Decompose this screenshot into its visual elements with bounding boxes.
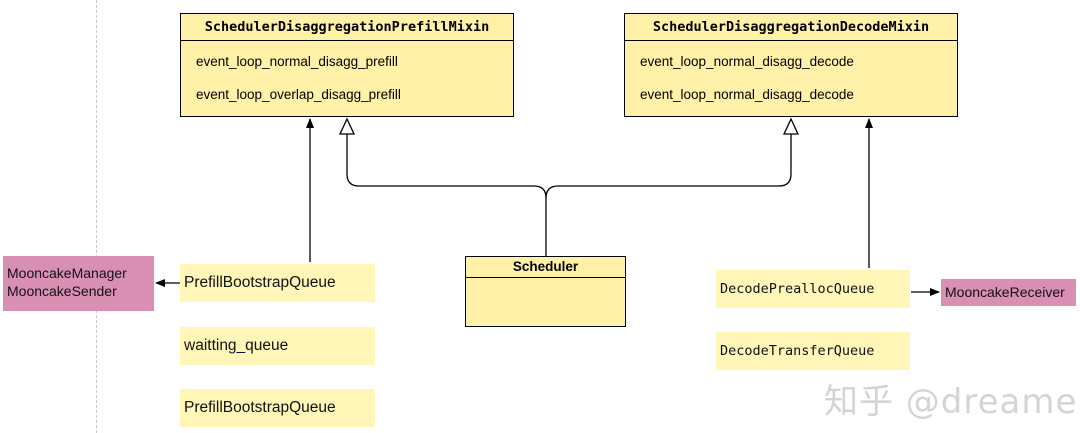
prefill-bootstrap-queue-1[interactable]: PrefillBootstrapQueue [180,264,375,302]
prefill-method-overlap: event_loop_overlap_disagg_prefill [196,87,401,102]
decode-prealloc-queue[interactable]: DecodePreallocQueue [716,270,910,308]
scheduler-title: Scheduler [466,257,625,278]
watermark: 知乎 @dreamer [824,382,1080,422]
prefill-mixin-title: SchedulerDisaggregationPrefillMixin [181,14,513,41]
inheritance-triangle-prefill [338,117,356,135]
decode-method-normal-2: event_loop_normal_disagg_decode [640,87,854,102]
prefill-method-normal: event_loop_normal_disagg_prefill [196,54,398,69]
mooncake-manager-sender-box[interactable]: MooncakeManager MooncakeSender [3,256,154,311]
inheritance-line-decode [545,134,792,199]
decode-mixin-class[interactable]: SchedulerDisaggregationDecodeMixin event… [624,13,958,117]
decode-method-normal-1: event_loop_normal_disagg_decode [640,54,854,69]
mooncake-receiver-box[interactable]: MooncakeReceiver [941,279,1076,306]
decode-mixin-title: SchedulerDisaggregationDecodeMixin [625,14,957,41]
waiting-queue[interactable]: waitting_queue [180,327,375,365]
prefill-mixin-class[interactable]: SchedulerDisaggregationPrefillMixin even… [180,13,514,117]
inheritance-triangle-decode [782,117,800,135]
mooncake-manager-label: MooncakeManager [7,265,127,281]
mooncake-sender-label: MooncakeSender [7,283,117,299]
inheritance-line-prefill [346,134,547,256]
scheduler-class[interactable]: Scheduler [465,256,626,327]
prefill-bootstrap-queue-2[interactable]: PrefillBootstrapQueue [180,389,375,427]
dashed-separator-line [96,0,97,433]
decode-transfer-queue[interactable]: DecodeTransferQueue [716,332,910,370]
